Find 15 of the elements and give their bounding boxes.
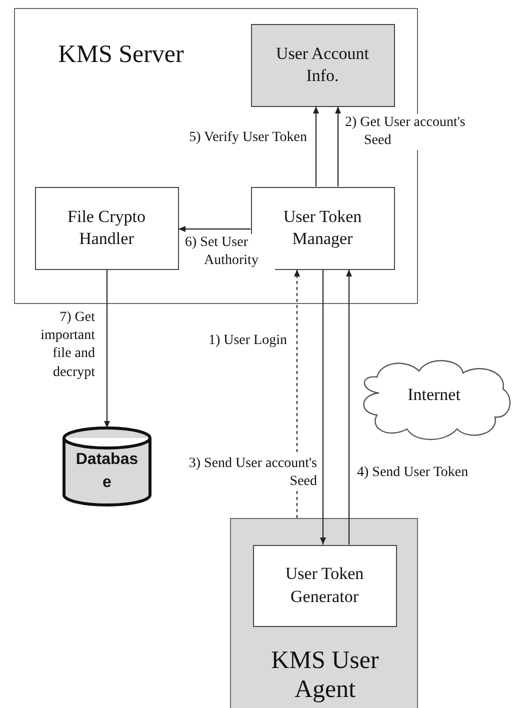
container-title: KMS User Agent xyxy=(270,647,380,704)
agent-container xyxy=(230,518,418,708)
process-box: User Token Generator xyxy=(252,544,396,626)
database-cylinder xyxy=(62,428,152,505)
arrow xyxy=(313,106,319,186)
container-title: KMS Server xyxy=(57,41,185,70)
arrow xyxy=(346,270,352,544)
arrow xyxy=(335,106,341,186)
arrow xyxy=(320,270,326,544)
arrow xyxy=(178,226,250,232)
edge-label: 6) Set User Authority xyxy=(185,234,275,270)
process-box: File Crypto Handler xyxy=(34,186,178,270)
arrow xyxy=(104,270,110,428)
node-label: Database xyxy=(74,450,140,492)
data-box: User Account Info. xyxy=(250,24,394,106)
